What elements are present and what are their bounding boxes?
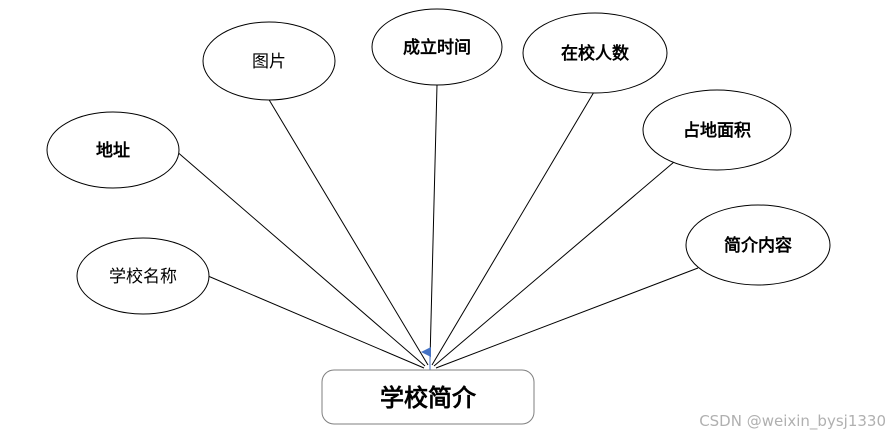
attribute-ellipse [202, 21, 336, 101]
attribute-tupian: 图片 [202, 21, 336, 101]
entity-box [321, 369, 535, 425]
connector-xuexiaomingcheng [207, 275, 425, 369]
attribute-label: 在校人数 [561, 43, 630, 64]
attribute-label: 占地面积 [683, 120, 751, 141]
attribute-ellipse [522, 12, 668, 94]
connector-tupian [267, 97, 429, 366]
entity-label: 学校简介 [380, 383, 477, 412]
entity-xuexiaojianjie: 学校简介 [321, 369, 535, 425]
attribute-label: 图片 [252, 52, 286, 72]
connector-zaixiaorenshu [431, 91, 595, 366]
connector-dizhi [174, 149, 426, 367]
connector-lines [174, 84, 699, 370]
attribute-ellipse [642, 89, 792, 171]
attribute-label: 成立时间 [403, 37, 471, 58]
attribute-label: 地址 [96, 140, 130, 161]
attribute-zaixiaorenshu: 在校人数 [522, 12, 668, 94]
attribute-ellipse [685, 204, 831, 286]
attribute-chenglishijian: 成立时间 [371, 8, 503, 86]
connector-jianjieneirong [435, 267, 699, 369]
attribute-label: 学校名称 [109, 267, 177, 287]
attribute-ellipse [371, 8, 503, 86]
connector-chenglishijian [429, 84, 438, 361]
attribute-dizhi: 地址 [46, 111, 180, 189]
attribute-zhandimianji: 占地面积 [642, 89, 792, 171]
attribute-xuexiaomingcheng: 学校名称 [76, 237, 210, 315]
attribute-label: 简介内容 [724, 235, 792, 256]
attribute-jianjieneirong: 简介内容 [685, 204, 831, 286]
watermark: CSDN @weixin_bysj1330 [699, 412, 886, 430]
attribute-ellipse [46, 111, 180, 189]
connector-zhandimianji [433, 161, 675, 367]
attribute-ellipse [76, 237, 210, 315]
